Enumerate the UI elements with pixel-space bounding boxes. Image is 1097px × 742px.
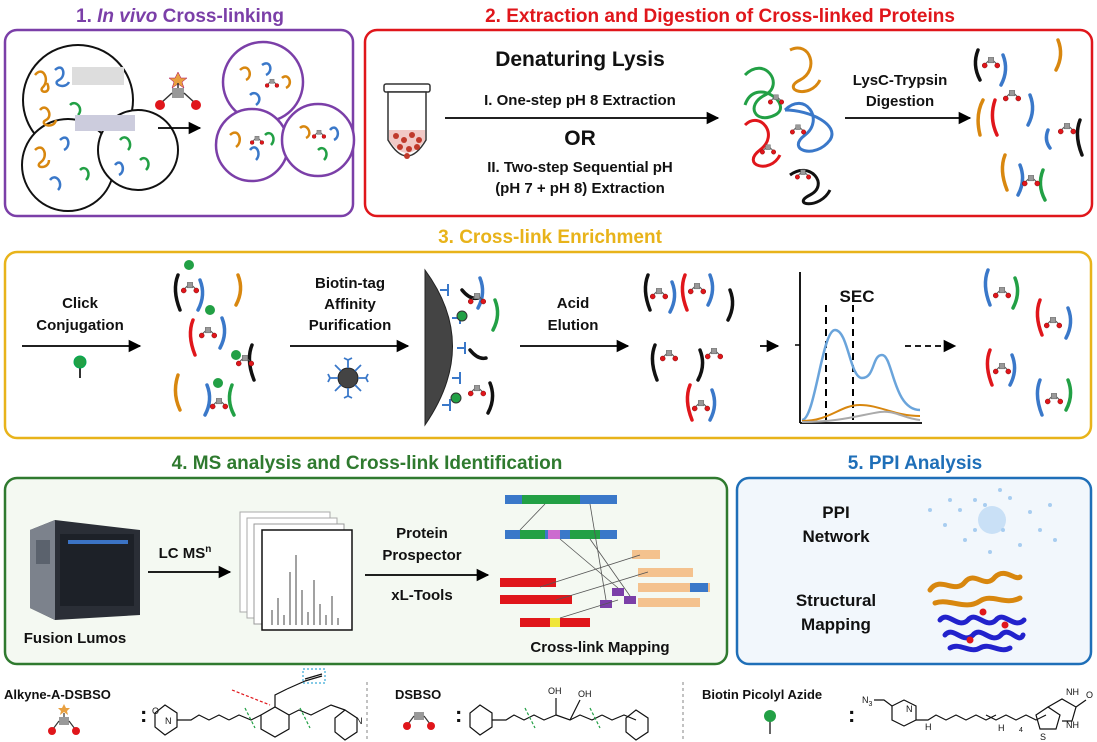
biotin-picolyl-azide-icon — [764, 710, 776, 734]
legend: Alkyne-A-DSBSO : O N N — [4, 668, 1093, 742]
extraction-option-1: I. One-step pH 8 Extraction — [484, 92, 676, 109]
biotin-label-line-1: Biotin-tag — [315, 275, 385, 292]
legend-oh-1: OH — [548, 686, 562, 696]
crosslink-map — [500, 495, 710, 627]
biotin-picolyl-azide-structure — [874, 698, 1087, 730]
biotin-azide-icon — [73, 355, 87, 378]
xl-cell-3 — [280, 102, 356, 178]
click-label-line-2: Conjugation — [36, 317, 123, 334]
ppi-network-graphic — [928, 488, 1057, 554]
section-2: 2. Extraction and Digestion of Cross-lin… — [363, 6, 1094, 218]
cell-proteins — [34, 66, 150, 191]
legend-nh-1: NH — [1066, 687, 1079, 697]
section-5: 5. PPI Analysis PPI Network Structural M… — [735, 453, 1093, 666]
legend-oh-2: OH — [578, 689, 592, 699]
legend-alkyne-name: Alkyne-A-DSBSO — [4, 687, 111, 702]
legend-o-1: O — [152, 706, 159, 716]
mass-spectrometer-icon — [30, 520, 140, 620]
click-label-line-1: Click — [62, 295, 99, 312]
crosslinked-protein-tangle — [743, 46, 834, 206]
eluted-peptides — [643, 273, 735, 422]
ppi-label-line-1: PPI — [822, 503, 849, 522]
mapping-label: Cross-link Mapping — [530, 639, 669, 656]
cell-image-blot — [72, 67, 124, 85]
section-4-title: 4. MS analysis and Cross-link Identifica… — [172, 453, 563, 474]
biotin-label-line-3: Purification — [309, 317, 392, 334]
digested-peptides — [973, 38, 1084, 202]
enriched-peptides — [983, 268, 1073, 417]
legend-dsbso-name: DSBSO — [395, 687, 441, 702]
dsbso-icon — [403, 712, 435, 730]
legend-colon-1: : — [140, 702, 147, 727]
lcms-label: LC MSn — [159, 544, 212, 562]
section-1: 1. In vivo Cross-linking — [3, 6, 356, 218]
sec-chromatogram: SEC — [795, 272, 922, 424]
crosslinker-reagent-icon — [155, 71, 201, 110]
sec-label: SEC — [840, 287, 875, 306]
legend-o-2: O — [1086, 690, 1093, 700]
extraction-option-2-line-1: II. Two-step Sequential pH — [487, 159, 673, 176]
acid-label-line-2: Elution — [548, 317, 599, 334]
section-2-title: 2. Extraction and Digestion of Cross-lin… — [485, 6, 955, 27]
legend-colon-3: : — [848, 702, 855, 727]
section-2-box — [363, 28, 1094, 218]
legend-biotin-name: Biotin Picolyl Azide — [702, 687, 822, 702]
legend-sub4: 4 — [1019, 727, 1023, 734]
ppi-label-line-2: Network — [802, 527, 870, 546]
prospector-label-line-1: Protein — [396, 525, 448, 542]
legend-s: S — [1040, 732, 1046, 742]
section-1-box — [3, 28, 355, 218]
legend-h-2: H — [998, 723, 1005, 733]
section-3-title: 3. Cross-link Enrichment — [438, 227, 663, 248]
alkyne-a-dsbso-icon — [48, 704, 80, 735]
dsbso-structure — [469, 698, 649, 741]
legend-colon-2: : — [455, 702, 462, 727]
digestion-label-line-1: LysC-Trypsin — [853, 72, 947, 89]
extraction-option-2-line-2: (pH 7 + pH 8) Extraction — [495, 180, 665, 197]
structural-label-line-2: Mapping — [801, 615, 871, 634]
or-label: OR — [564, 127, 596, 150]
section-4: 4. MS analysis and Cross-link Identifica… — [3, 453, 729, 666]
lysis-tube-icon — [383, 83, 431, 159]
legend-n3: N3 — [862, 695, 873, 708]
xl-cell-2 — [214, 107, 290, 183]
alkyne-a-dsbso-structure — [154, 668, 358, 741]
legend-h-1: H — [925, 722, 932, 732]
legend-n-1: N — [165, 716, 172, 726]
xltools-label: xL-Tools — [391, 587, 452, 604]
ms-spectra-stack — [239, 511, 353, 631]
cell-image-blot-2 — [75, 115, 135, 131]
prospector-label-line-2: Prospector — [382, 547, 461, 564]
clicked-biotin-tags — [184, 260, 241, 388]
instrument-label: Fusion Lumos — [24, 630, 127, 647]
structural-label-line-1: Structural — [796, 591, 876, 610]
digestion-label-line-2: Digestion — [866, 93, 934, 110]
section-3: 3. Cross-link Enrichment Click Conjugati… — [3, 227, 1093, 440]
legend-n-3: N — [906, 704, 913, 714]
section-5-box — [735, 476, 1093, 666]
streptavidin-bead-icon — [327, 357, 369, 399]
clicked-peptides — [173, 273, 256, 417]
section-5-title: 5. PPI Analysis — [848, 453, 982, 474]
protein-structure-graphic — [927, 570, 1027, 653]
affinity-bead — [424, 268, 453, 427]
biotin-label-line-2: Affinity — [324, 296, 376, 313]
section-4-box — [3, 476, 729, 666]
section-1-title: 1. In vivo Cross-linking — [76, 6, 284, 27]
acid-label-line-1: Acid — [557, 295, 590, 312]
legend-nh-2: NH — [1066, 720, 1079, 730]
lysis-label: Denaturing Lysis — [495, 48, 665, 71]
legend-n-2: N — [356, 716, 363, 726]
section-3-box — [3, 250, 1093, 440]
